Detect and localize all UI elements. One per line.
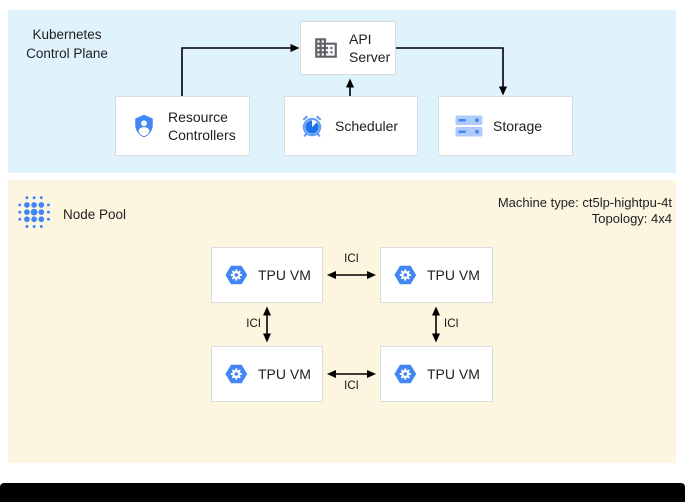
scheduler-node: Scheduler (284, 96, 418, 156)
node-pool-dots-icon (15, 193, 53, 236)
shield-user-icon (130, 112, 158, 140)
ici-link-label-top: ICI (344, 253, 359, 265)
ici-link-label-bottom: ICI (344, 380, 359, 392)
ici-link-label-right: ICI (444, 318, 459, 330)
tpu-vm-label: TPU VM (258, 267, 311, 283)
tpu-vm-label: TPU VM (427, 267, 480, 283)
bottom-window-bar (0, 483, 685, 502)
tpu-vm-node-bottom-right: TPU VM (380, 346, 493, 402)
topology-text: Topology: 4x4 (591, 211, 672, 226)
tpu-vm-node-top-left: TPU VM (211, 247, 323, 303)
tpu-hexagon-icon (225, 364, 248, 384)
resource-controllers-label: Resource Controllers (168, 109, 236, 143)
storage-disks-icon (455, 113, 483, 139)
tpu-hexagon-icon (394, 364, 417, 384)
resource-controllers-node: Resource Controllers (115, 96, 250, 156)
storage-label: Storage (493, 118, 543, 134)
tpu-hexagon-icon (225, 265, 248, 285)
api-server-node: API Server (300, 21, 396, 75)
ici-link-label-left: ICI (246, 318, 261, 330)
alarm-clock-icon (299, 113, 325, 139)
tpu-vm-node-top-right: TPU VM (380, 247, 493, 303)
building-icon (313, 35, 339, 61)
scheduler-label: Scheduler (335, 118, 399, 134)
node-pool-title: Node Pool (63, 207, 127, 222)
storage-node: Storage (438, 96, 573, 156)
tpu-vm-label: TPU VM (427, 366, 480, 382)
tpu-vm-node-bottom-left: TPU VM (211, 346, 323, 402)
tpu-hexagon-icon (394, 265, 417, 285)
api-server-label: API Server (349, 31, 391, 65)
control-plane-title: Kubernetes Control Plane (26, 27, 108, 61)
node-pool-panel (8, 180, 676, 463)
machine-type-text: Machine type: ct5lp-hightpu-4t (497, 195, 672, 210)
machine-info: Machine type: ct5lp-hightpu-4t Topology:… (498, 195, 672, 227)
tpu-vm-label: TPU VM (258, 366, 311, 382)
